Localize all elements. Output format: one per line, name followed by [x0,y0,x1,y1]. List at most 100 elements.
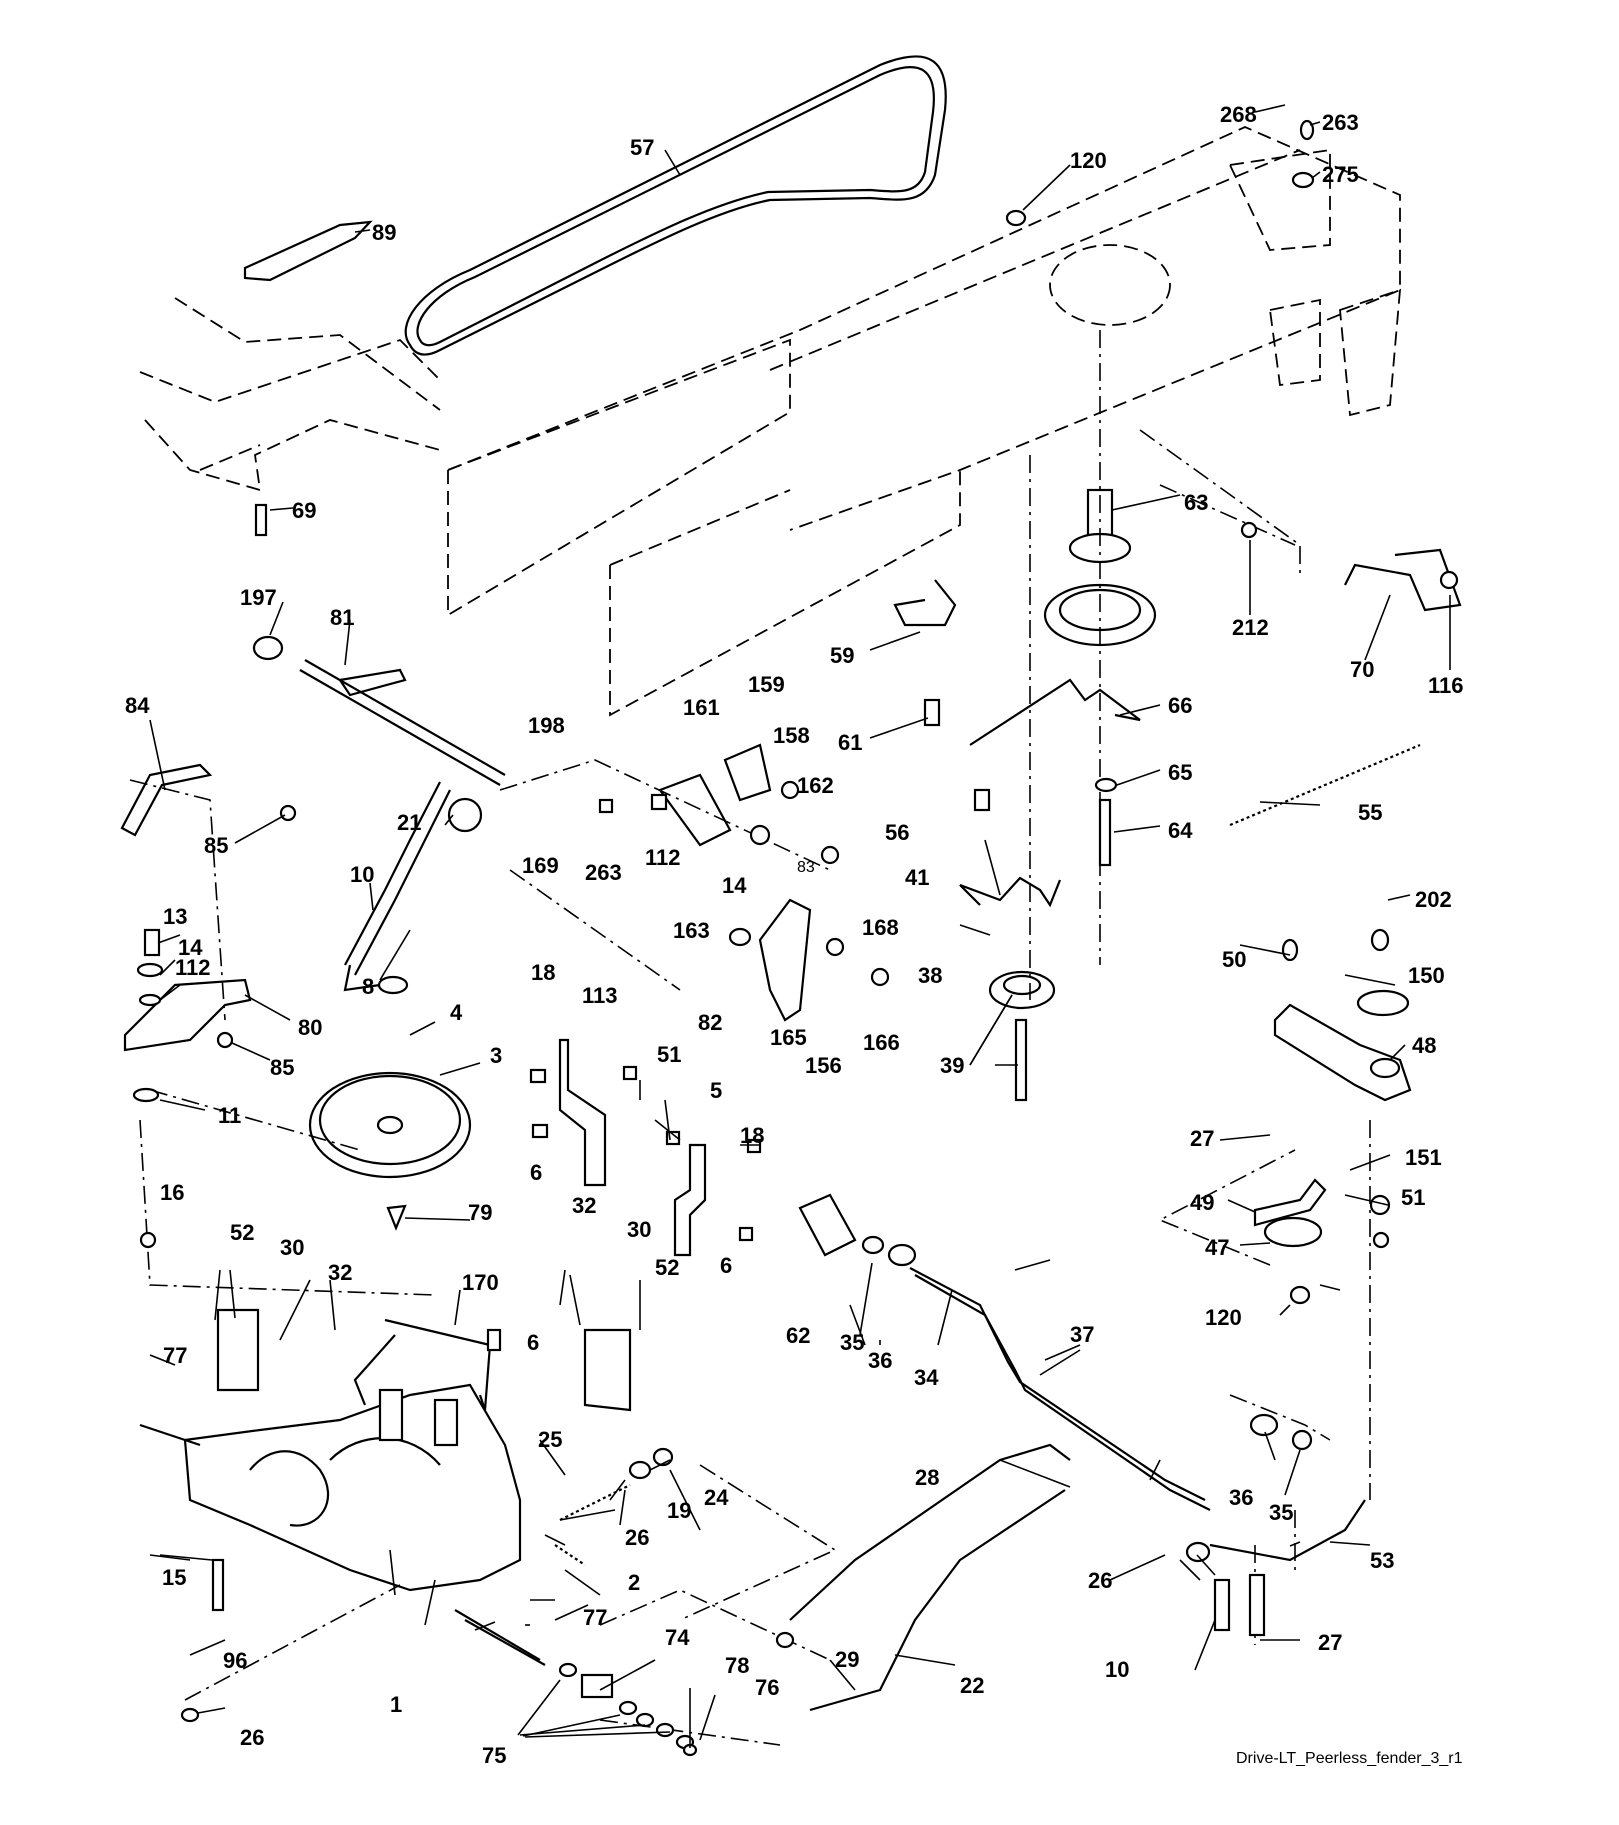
label-14: 14 [178,935,203,960]
label-75: 75 [482,1743,506,1768]
transaxle [139,1383,546,1666]
label-52: 52 [655,1255,679,1280]
label-10: 10 [350,862,374,887]
label-163: 163 [673,918,710,943]
label-16: 16 [160,1180,184,1205]
label-70: 70 [1350,657,1374,682]
label-53: 53 [1370,1548,1394,1573]
plate-80 [123,978,252,1052]
label-96: 96 [223,1648,247,1673]
label-18: 18 [740,1123,764,1148]
label-27: 27 [1318,1630,1342,1655]
label-79: 79 [468,1200,492,1225]
rod-34-edge [909,1267,1206,1501]
label-263: 263 [585,860,622,885]
label-19: 19 [667,1498,691,1523]
label-112: 112 [175,955,211,980]
label-156: 156 [805,1053,842,1078]
bracket-113 [558,1038,607,1187]
label-166: 166 [863,1030,900,1055]
label-168: 168 [862,915,899,940]
label-5: 5 [710,1078,722,1103]
label-29: 29 [835,1647,859,1672]
label-37: 37 [1070,1322,1094,1347]
idler-assembly [1253,989,1412,1248]
label-24: 24 [704,1485,729,1510]
label-30: 30 [627,1217,651,1242]
label-74: 74 [665,1625,690,1650]
label-268: 268 [1220,102,1257,127]
rod-170 [353,1318,492,1411]
label-162: 162 [797,773,834,798]
label-55: 55 [1358,800,1382,825]
label-161: 161 [683,695,720,720]
label-22: 22 [960,1673,984,1698]
bracket-5 [673,1143,707,1257]
label-63: 63 [1184,490,1208,515]
label-61: 61 [838,730,862,755]
label-14: 14 [722,873,747,898]
rod-34 [914,1274,1211,1511]
label-81: 81 [330,605,354,630]
label-275: 275 [1322,162,1359,187]
fender-outline [139,297,441,492]
label-32: 32 [572,1193,596,1218]
label-113: 113 [582,983,618,1008]
label-77: 77 [583,1605,607,1630]
lever-84 [120,763,213,837]
spring-55 [1229,743,1421,827]
label-4: 4 [450,1000,463,1025]
label-56: 56 [885,820,909,845]
label-169: 169 [522,853,559,878]
label-66: 66 [1168,693,1192,718]
label-38: 38 [918,963,942,988]
label-151: 151 [1405,1145,1442,1170]
rod-22 [809,1489,1066,1712]
label-84: 84 [125,693,150,718]
shift-lever [343,781,483,992]
label-65: 65 [1168,760,1192,785]
belt [404,55,947,356]
rod-66 [969,678,1141,746]
diagram-caption: Drive-LT_Peerless_fender_3_r1 [1236,1750,1463,1767]
label-13: 13 [163,904,187,929]
bracket-165 [758,898,812,1022]
label-85: 85 [270,1055,294,1080]
label-159: 159 [748,672,785,697]
label-80: 80 [298,1015,322,1040]
label-150: 150 [1408,963,1445,988]
label-6: 6 [720,1253,732,1278]
spring-25 [559,1484,631,1521]
label-198: 198 [528,713,565,738]
label-26: 26 [1088,1568,1112,1593]
label-36: 36 [868,1348,892,1373]
label-77: 77 [163,1343,187,1368]
label-25: 25 [538,1427,562,1452]
bracket-30-left [216,1308,260,1392]
sleeve-62 [798,1193,857,1257]
rod-70 [1344,548,1462,612]
label-158: 158 [773,723,810,748]
label-36: 36 [1229,1485,1253,1510]
label-27: 27 [1190,1126,1214,1151]
label-202: 202 [1415,887,1452,912]
label-120: 120 [1205,1305,1242,1330]
label-50: 50 [1222,947,1246,972]
label-8: 8 [362,974,374,999]
label-57: 57 [630,135,654,160]
leader-lines [149,104,1451,1748]
label-165: 165 [770,1025,807,1050]
label-49: 49 [1190,1190,1214,1215]
label-120: 120 [1070,148,1107,173]
label-15: 15 [162,1565,186,1590]
label-197: 197 [240,585,277,610]
label-52: 52 [230,1220,254,1245]
rod-41 [959,876,1062,908]
label-69: 69 [292,498,316,523]
label-51: 51 [1401,1185,1425,1210]
label-21: 21 [397,810,421,835]
label-26: 26 [625,1525,649,1550]
label-34: 34 [914,1365,939,1390]
spring-2 [554,1544,586,1566]
